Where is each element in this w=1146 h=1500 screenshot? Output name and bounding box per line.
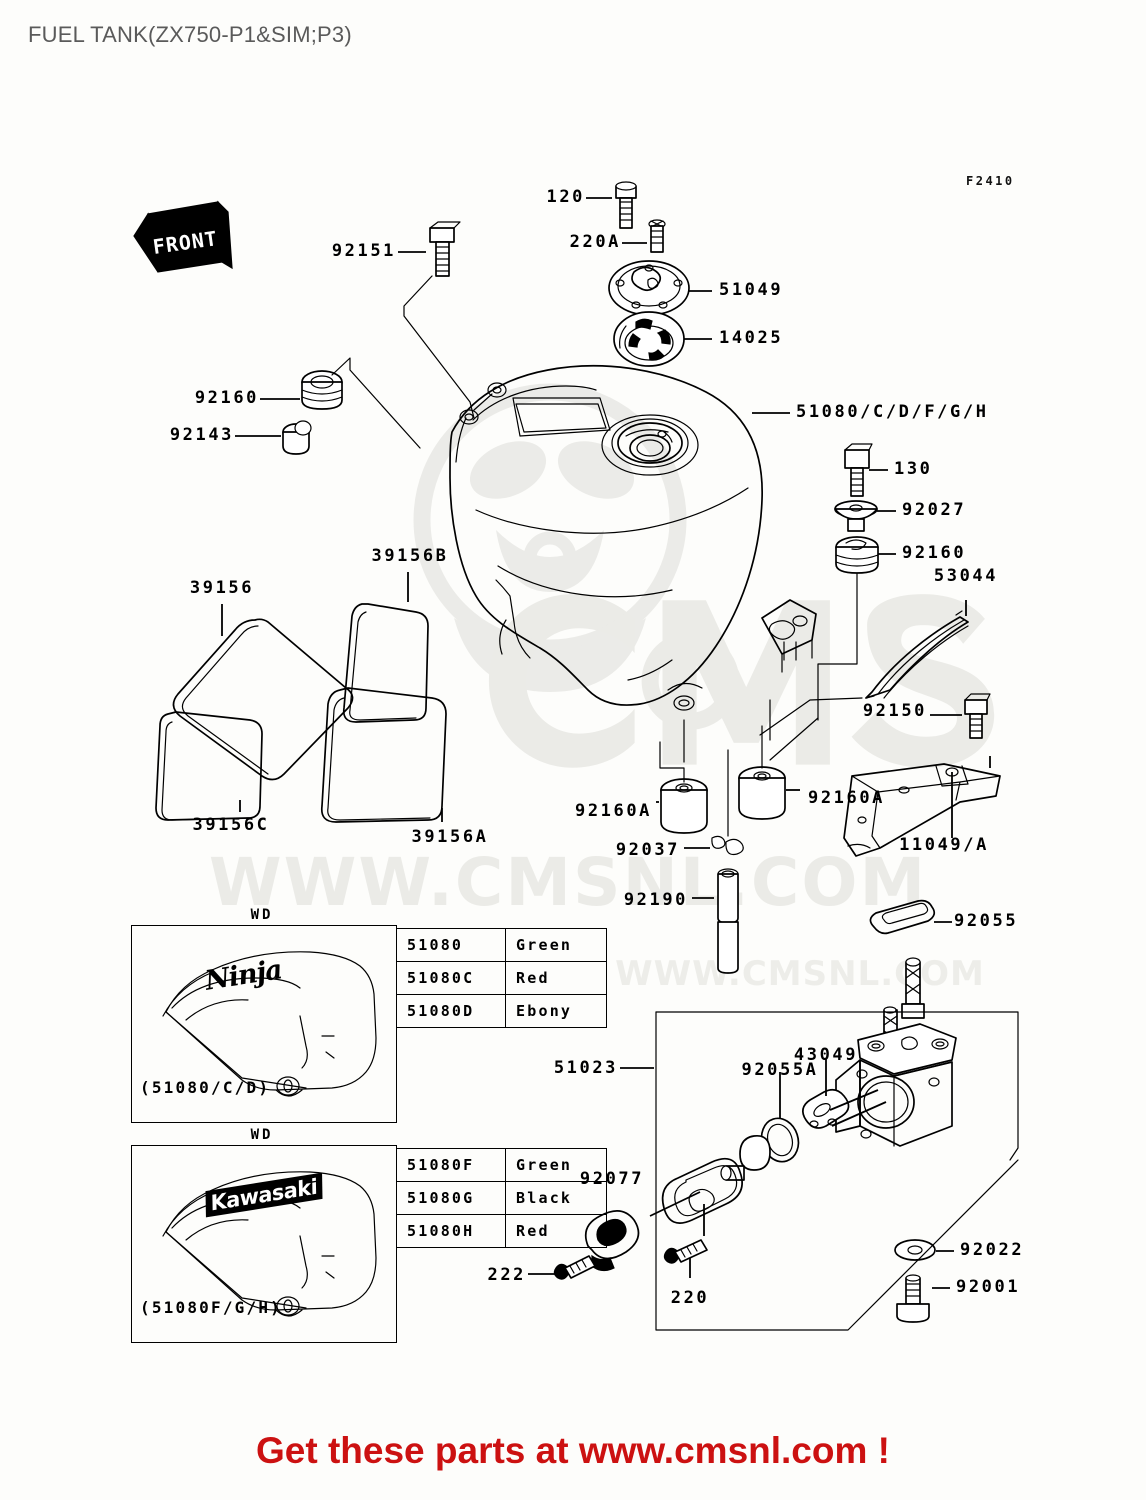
- callout-39156: 39156: [189, 578, 255, 598]
- callout-53044: 53044: [933, 566, 999, 586]
- part-51080-fuel-tank: [449, 364, 817, 711]
- panel-upper-color-table: 51080 Green 51080C Red 51080D Ebony: [396, 928, 607, 1028]
- leader-4: [769, 717, 819, 761]
- svg-text:WWW.CMSNL.COM: WWW.CMSNL.COM: [615, 954, 985, 994]
- color-code: 51080: [396, 928, 506, 962]
- part-92160A-left-damper: [656, 741, 708, 834]
- color-code: 51080D: [396, 994, 506, 1028]
- part-11049A-bracket: [843, 756, 1001, 857]
- part-51023-fuel-valve: [831, 957, 957, 1147]
- color-name: Green: [505, 1148, 607, 1182]
- color-name: Red: [505, 1214, 607, 1248]
- part-92190-tube: [692, 868, 739, 974]
- callout-120: 120: [546, 187, 585, 207]
- part-92027-collar: [834, 500, 896, 532]
- color-name: Black: [505, 1181, 607, 1215]
- color-code: 51080H: [396, 1214, 506, 1248]
- callout-92037: 92037: [615, 840, 680, 860]
- panel-upper-wd-label: WD: [250, 907, 274, 923]
- diagram-code: F2410: [966, 174, 1015, 188]
- callout-92160-right: 92160: [902, 543, 967, 563]
- part-92037-clip: [684, 835, 744, 856]
- callout-39156C: 39156C: [192, 815, 270, 835]
- callout-51080-family: 51080/C/D/F/G/H: [796, 402, 989, 422]
- callout-92151: 92151: [331, 241, 396, 261]
- part-220-screw: [663, 1239, 708, 1278]
- callout-51049: 51049: [719, 280, 784, 300]
- color-code: 51080G: [396, 1181, 506, 1215]
- panel-lower-caption: (51080F/G/H): [140, 1298, 282, 1317]
- table-row: 51080G Black: [396, 1181, 607, 1215]
- callout-222: 222: [487, 1265, 526, 1285]
- part-92160-right-damper: [817, 536, 896, 721]
- part-222-screw: [528, 1255, 596, 1280]
- callout-39156A: 39156A: [411, 827, 489, 847]
- table-row: 51080D Ebony: [396, 994, 607, 1028]
- callout-130: 130: [894, 459, 933, 479]
- part-130-bolt: [844, 443, 888, 497]
- part-53044-trim-strip: [759, 600, 969, 736]
- valve-group-frame: [620, 1011, 1019, 1331]
- callout-11049A: 11049/A: [899, 835, 989, 855]
- callout-92150: 92150: [862, 701, 927, 721]
- color-name: Red: [505, 961, 607, 995]
- page-title: FUEL TANK(ZX750-P1&SIM;P3): [28, 22, 352, 47]
- part-14025-cap-base: [613, 311, 712, 367]
- callout-92143: 92143: [169, 425, 234, 445]
- part-92160-left-damper: [260, 357, 421, 449]
- callout-92027: 92027: [902, 500, 967, 520]
- callout-92160A-right: 92160A: [808, 788, 886, 808]
- watermark: WWW.CMSNL.COM WWW.CMSNL.COM: [209, 383, 995, 994]
- part-220A-screw: [622, 219, 666, 253]
- part-92055-gasket: [869, 899, 952, 935]
- callout-39156B: 39156B: [371, 546, 449, 566]
- callout-43049: 43049: [793, 1045, 859, 1065]
- color-code: 51080F: [396, 1148, 506, 1182]
- callout-14025: 14025: [719, 328, 784, 348]
- callout-92160A-left: 92160A: [574, 801, 652, 821]
- svg-text:WWW.CMSNL.COM: WWW.CMSNL.COM: [209, 844, 927, 921]
- part-92022-washer: [894, 1239, 954, 1261]
- callout-51023: 51023: [553, 1058, 618, 1078]
- part-120-bolt: [586, 181, 637, 229]
- callout-92160-left: 92160: [194, 388, 259, 408]
- footer-promo-text: Get these parts at www.cmsnl.com !: [256, 1430, 890, 1471]
- table-row: 51080F Green: [396, 1148, 607, 1182]
- callout-92190: 92190: [623, 890, 688, 910]
- part-39156B-pad: [342, 572, 429, 723]
- part-valve-stem: [720, 1134, 771, 1181]
- part-43049-plate: [801, 1058, 879, 1129]
- callout-220A: 220A: [569, 232, 621, 252]
- callout-92055: 92055: [954, 911, 1019, 931]
- panel-upper-caption: (51080/C/D): [140, 1078, 271, 1097]
- color-name: Green: [505, 928, 607, 962]
- part-39156C-pad: [155, 711, 263, 821]
- callout-92022: 92022: [960, 1240, 1025, 1260]
- part-92150-bolt: [930, 693, 991, 739]
- part-39156A-pad: [320, 687, 447, 823]
- part-92151-bolt: [398, 221, 475, 419]
- panel-lower-wd-label: WD: [250, 1127, 274, 1143]
- table-row: 51080 Green: [396, 928, 607, 962]
- table-row: 51080H Red: [396, 1214, 607, 1248]
- part-92001-bolt: [896, 1274, 950, 1323]
- color-name: Ebony: [505, 994, 607, 1028]
- table-row: 51080C Red: [396, 961, 607, 995]
- front-arrow-badge: FRONT: [133, 200, 233, 273]
- part-92143-collar: [235, 420, 312, 455]
- callout-92055A: 92055A: [741, 1060, 819, 1080]
- panel-lower-color-table: 51080F Green 51080G Black 51080H Red: [396, 1148, 607, 1248]
- part-92160A-right-damper: [738, 725, 800, 820]
- callout-92001: 92001: [956, 1277, 1021, 1297]
- callout-220: 220: [670, 1288, 710, 1308]
